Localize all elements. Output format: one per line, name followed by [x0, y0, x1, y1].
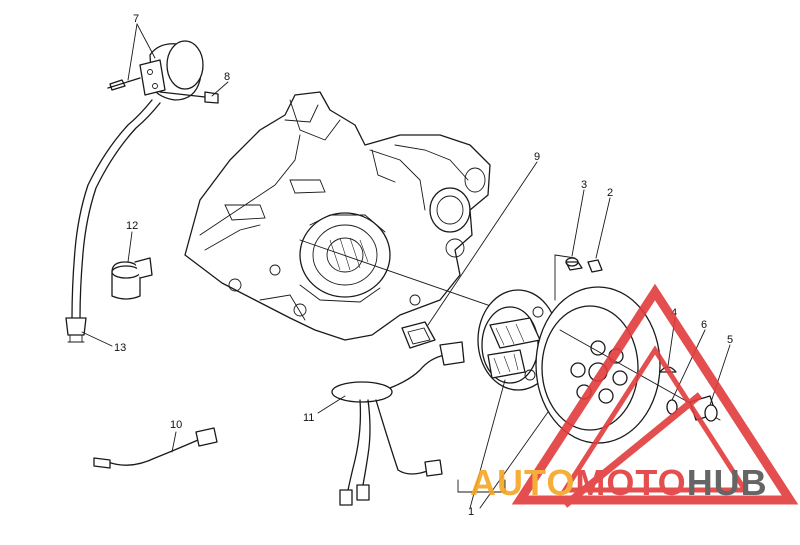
- watermark-moto: MOTO: [575, 462, 686, 503]
- watermark-triangle-logo: [511, 283, 799, 508]
- callout-2: 2: [607, 187, 613, 199]
- callout-labels: 1 2 3 4 5 6 7 8 9 10 11 12 13: [114, 13, 733, 518]
- flywheel-drawing: [535, 286, 721, 444]
- callout-6: 6: [701, 319, 707, 331]
- screws-drawing: [554, 254, 603, 301]
- callout-12: 12: [126, 220, 138, 232]
- callout-11: 11: [303, 412, 314, 424]
- automotohub-watermark: AUTOMOTOHUB: [470, 283, 799, 508]
- svg-text:AUTOMOTOHUB: AUTOMOTOHUB: [470, 462, 768, 503]
- callout-7: 7: [133, 13, 139, 25]
- callout-4: 4: [671, 307, 677, 319]
- ignition-coil-drawing: [107, 40, 219, 104]
- callout-5: 5: [727, 334, 733, 346]
- leader-lines: [81, 23, 731, 509]
- spark-plug-cap-drawing: [111, 257, 153, 300]
- callout-8: 8: [224, 71, 230, 83]
- watermark-auto: AUTO: [470, 462, 575, 503]
- callout-3: 3: [581, 179, 587, 191]
- callout-9: 9: [534, 151, 540, 163]
- ht-lead-drawing: [65, 99, 161, 343]
- callout-1: 1: [468, 506, 474, 518]
- cable-10-drawing: [93, 427, 218, 469]
- callout-13: 13: [114, 342, 126, 354]
- wiring-harness-drawing: [331, 321, 465, 506]
- callout-10: 10: [170, 419, 182, 431]
- crankcase-drawing: [184, 91, 561, 341]
- watermark-hub: HUB: [687, 462, 768, 503]
